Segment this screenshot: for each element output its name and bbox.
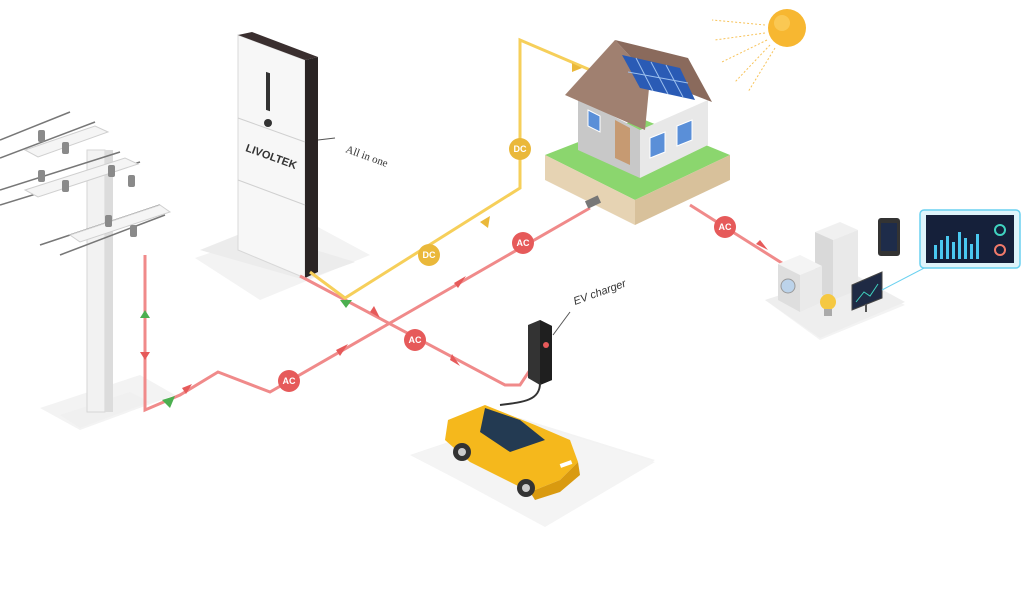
washing-machine-icon bbox=[778, 255, 822, 312]
ac-badge-text: AC bbox=[719, 222, 732, 232]
ac-badge: AC bbox=[714, 216, 736, 238]
ev-callout-label: EV charger bbox=[572, 277, 629, 308]
ev-charger-icon bbox=[499, 320, 552, 406]
phone-icon bbox=[878, 218, 900, 256]
ac-lines bbox=[143, 203, 786, 413]
dashboard-tablet-icon bbox=[919, 209, 1021, 269]
ac-badge-text: AC bbox=[283, 376, 296, 386]
monitor-icon bbox=[851, 271, 883, 312]
dc-badge-text: DC bbox=[423, 250, 436, 260]
flow-arrows bbox=[140, 63, 768, 408]
ac-badge-text: AC bbox=[409, 335, 422, 345]
sun-icon bbox=[711, 9, 806, 93]
appliances bbox=[765, 209, 1021, 338]
battery-unit-icon: LIVOLTEK bbox=[200, 32, 355, 280]
dc-badge: DC bbox=[509, 138, 531, 160]
house-icon bbox=[545, 40, 730, 225]
dc-badge-text: DC bbox=[514, 144, 527, 154]
dc-badge: DC bbox=[418, 244, 440, 266]
light-bulb-icon bbox=[820, 294, 836, 316]
car-icon bbox=[412, 405, 655, 527]
ac-badge: AC bbox=[278, 370, 300, 392]
battery-callout-label: All in one bbox=[344, 144, 390, 170]
ac-badge: AC bbox=[512, 232, 534, 254]
power-pole-icon bbox=[0, 111, 172, 428]
ac-badge: AC bbox=[404, 329, 426, 351]
dc-lines bbox=[309, 37, 596, 300]
ac-badge-text: AC bbox=[517, 238, 530, 248]
